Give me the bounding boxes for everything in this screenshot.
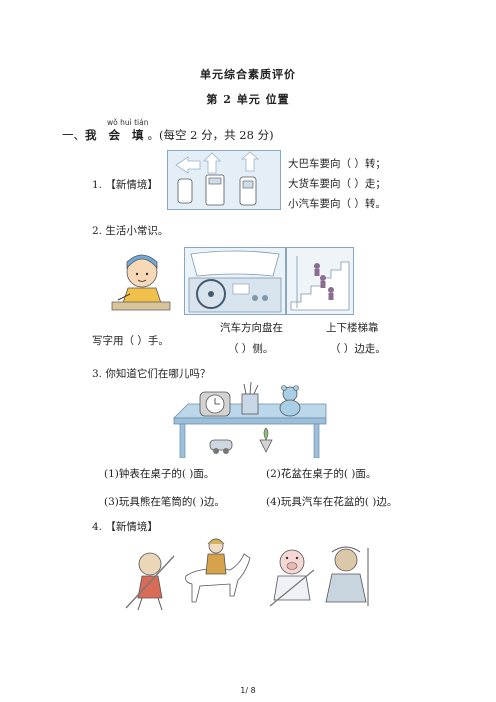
q1-line-truck: 大货车要向（ ）走； <box>288 178 386 190</box>
boy-writing-icon <box>111 254 171 311</box>
q3-table-illustration <box>166 382 334 458</box>
q1-line-car: 小汽车要向（ ）转。 <box>288 198 386 210</box>
q3-item-1: (1)钟表在桌子的( )面。 <box>104 468 215 480</box>
q2-caption-wheel-2: （ ）侧。 <box>228 343 274 355</box>
steering-wheel-icon <box>185 248 285 314</box>
q2-caption-stairs-2: （ ）边走。 <box>330 343 386 355</box>
section-heading: 一、我 会 填。(每空 2 分，共 28 分) <box>62 128 274 142</box>
stairs-people-icon <box>287 248 353 314</box>
q1-label: 1. 【新情境】 <box>92 179 158 191</box>
q3-item-4: (4)玩具汽车在花盆的( )边。 <box>266 496 398 508</box>
unit-title: 第 2 单元 位置 <box>206 93 290 106</box>
document-title: 单元综合素质评价 <box>200 68 296 81</box>
section-scoring: 。(每空 2 分，共 28 分) <box>147 128 274 142</box>
section-number: 一、 <box>62 128 85 142</box>
table-objects-icon <box>173 382 327 458</box>
q2-caption-hand: 写字用（ ）手。 <box>92 335 169 347</box>
q2-label: 2. 生活小常识。 <box>92 225 169 237</box>
q2-caption-wheel-1: 汽车方向盘在 <box>220 322 283 334</box>
page-number: 1/ 8 <box>240 686 256 695</box>
section-pinyin: wǒ huì tián <box>107 118 149 127</box>
road-vehicles-icon <box>168 151 280 209</box>
q2-stairs-illustration <box>286 247 354 315</box>
q1-road-illustration <box>167 150 281 210</box>
q1-line-bus: 大巴车要向（ ）转； <box>288 158 386 170</box>
section-chars: 我 会 填 <box>85 128 148 142</box>
q4-characters-illustration <box>120 536 380 612</box>
q3-label: 3. 你知道它们在哪儿吗？ <box>92 368 211 380</box>
q2-writing-boy-illustration <box>108 250 174 312</box>
journey-west-characters-icon <box>125 538 369 611</box>
q2-caption-stairs-1: 上下楼梯靠 <box>326 322 379 334</box>
q3-item-3: (3)玩具熊在笔筒的( )边。 <box>104 496 225 508</box>
q3-item-2: (2)花盆在桌子的( )面。 <box>266 468 377 480</box>
q4-label: 4. 【新情境】 <box>92 521 158 533</box>
q2-car-interior-illustration <box>184 247 286 315</box>
